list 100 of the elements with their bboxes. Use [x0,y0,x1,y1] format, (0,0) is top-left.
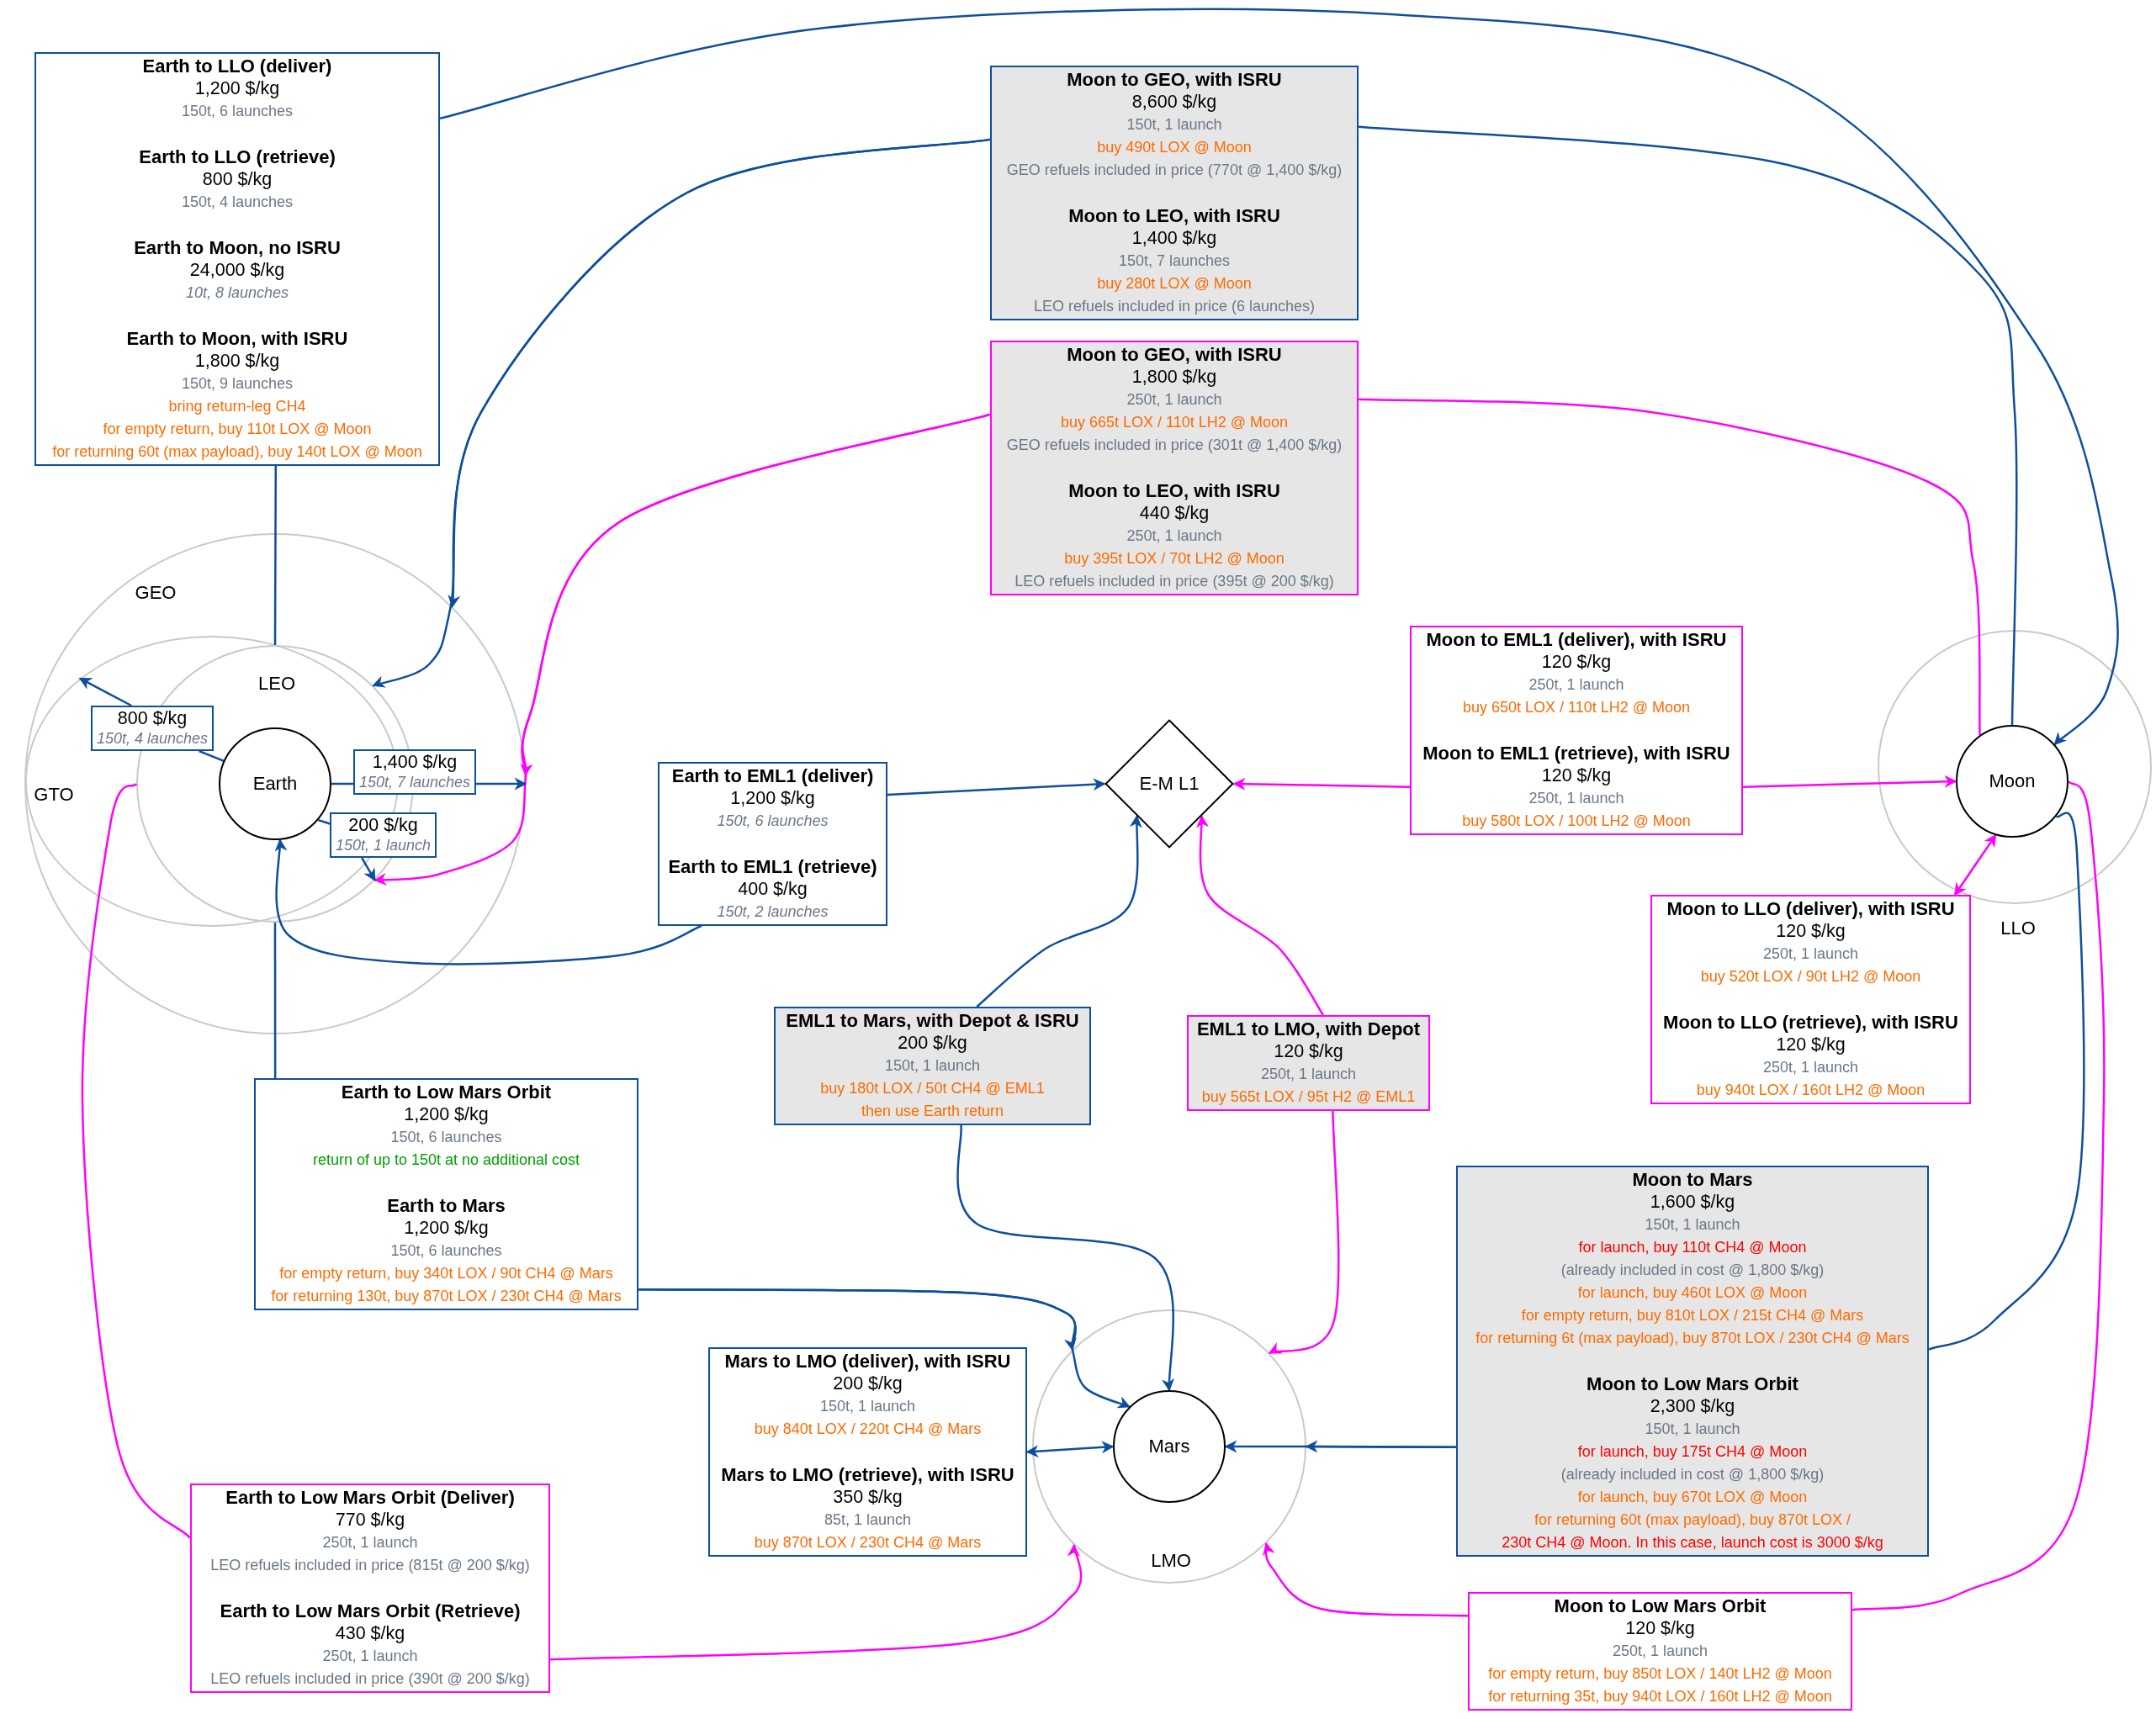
arrow [1742,775,1957,788]
orbit-circle [1032,1309,1306,1584]
route-box [708,1347,1027,1557]
price-text: 350 $/kg [833,1486,903,1509]
arrow [78,677,132,707]
connector-line [1928,812,2085,1351]
price-tag [330,812,437,858]
route-title: Moon to Low Mars Orbit [1587,1373,1798,1395]
orbit-label: GTO [34,784,74,806]
planet-label: Mars [1148,1436,1190,1457]
price-text: 8,600 $/kg [1131,91,1217,114]
orbit-label: GEO [135,582,177,604]
detail-text: 250t, 1 launch [1612,1642,1708,1661]
route-title: Earth to Mars [387,1194,506,1217]
detail-text: 250t, 1 launch [322,1647,418,1666]
fuel-note: buy 580t LOX / 100t LH2 @ Moon [1462,812,1691,831]
arrow [956,1124,1176,1392]
detail-text: LEO refuels included in price (390t @ 200 $/kg) [210,1669,530,1689]
price-text: 1,200 $/kg [730,787,815,810]
price-text: 1,200 $/kg [404,1217,489,1240]
detail-text: GEO refuels included in price (301t @ 1,400 $/kg) [1006,436,1343,455]
orbit-label: LLO [2000,918,2036,939]
arrow [1953,833,1997,897]
detail-text: 250t, 1 launch [1260,1065,1357,1084]
arrow [273,838,702,965]
price-text: 770 $/kg [335,1509,405,1531]
fuel-note: for empty return, buy 110t LOX @ Moon [103,420,372,439]
route-box [1410,626,1743,835]
fuel-note: then use Earth return [861,1102,1004,1121]
route-box [1187,1015,1430,1111]
route-title: Earth to EML1 (retrieve) [668,855,877,878]
fuel-note: for empty return, buy 850t LOX / 140t LH2 @ Moon [1488,1664,1832,1684]
price-text: 200 $/kg [833,1373,903,1395]
fuel-note: for returning 35t, buy 940t LOX / 160t LH2 @ Moon [1488,1687,1832,1706]
detail-text: 150t, 4 launches [97,729,209,748]
route-title: Earth to Moon, with ISRU [126,327,348,350]
arrow [1261,1542,1469,1617]
fuel-note: buy 180t LOX / 50t CH4 @ EML1 [820,1079,1045,1098]
orbit-circle [24,533,526,1034]
price-text: 1,800 $/kg [194,350,280,373]
route-title: Earth to LLO (retrieve) [139,145,336,168]
price-text: 120 $/kg [1776,1034,1846,1056]
fuel-note: for returning 60t (max payload), buy 140t LOX @ Moon [52,442,422,462]
route-title: Moon to GEO, with ISRU [1067,68,1282,91]
detail-text: 150t, 1 launch [1645,1420,1740,1439]
planet-label: Moon [1989,770,2036,792]
arrow [887,778,1106,796]
route-title: Earth to Low Mars Orbit (Deliver) [225,1486,515,1509]
fuel-note: buy 280t LOX @ Moon [1097,274,1252,294]
price-text: 1,400 $/kg [1131,227,1217,250]
fuel-note: buy 490t LOX @ Moon [1097,138,1252,157]
connector-line [331,782,353,785]
price-text: 1,800 $/kg [1131,366,1217,389]
price-text: 200 $/kg [898,1032,967,1055]
route-box [990,341,1359,595]
arrow [372,138,991,689]
detail-text: (already included in cost @ 1,800 $/kg) [1560,1465,1825,1484]
fuel-note: for launch, buy 460t LOX @ Moon [1577,1283,1808,1303]
price-tag [91,706,215,751]
route-box [190,1484,550,1693]
fuel-note: for empty return, buy 340t LOX / 90t CH4 @ Mars [279,1264,613,1283]
route-title: Earth to EML1 (deliver) [671,764,874,787]
fuel-note: for returning 130t, buy 870t LOX / 230t CH4 @ Mars [271,1287,622,1306]
detail-text: 150t, 2 launches [717,902,829,922]
fuel-note: buy 520t LOX / 90t LH2 @ Moon [1700,967,1921,986]
route-box [990,66,1359,320]
route-title: Earth to Moon, no ISRU [134,236,341,259]
price-text: 440 $/kg [1139,502,1210,525]
detail-text: 250t, 1 launch [322,1533,418,1552]
fuel-note: for returning 6t (max payload), buy 870t LOX / 230t CH4 @ Mars [1475,1329,1910,1348]
route-title: Moon to LLO (deliver), with ISRU [1666,897,1955,920]
price-text: 1,600 $/kg [1650,1191,1735,1214]
price-text: 120 $/kg [1625,1617,1695,1640]
arrow [638,1288,1131,1409]
route-title: Moon to GEO, with ISRU [1067,343,1282,366]
detail-text: LEO refuels included in price (395t @ 200 $/kg) [1014,572,1334,591]
arrow [361,857,376,881]
price-text: 120 $/kg [1541,651,1612,674]
price-text: 430 $/kg [335,1622,405,1645]
route-title: Mars to LMO (retrieve), with ISRU [721,1463,1014,1486]
arrow [373,413,991,886]
fuel-note: for returning 60t (max payload), buy 870t LOX / [1534,1510,1851,1530]
price-text: 1,200 $/kg [194,77,280,100]
connector-line [1358,125,2018,725]
detail-text: 150t, 1 launch [1126,115,1222,135]
detail-text: 150t, 1 launch [336,836,432,855]
detail-text: 150t, 6 launches [390,1128,502,1147]
route-box [1456,1166,1929,1557]
connector-line [199,749,225,762]
arrow [439,8,2119,746]
arrow [1268,1110,1340,1357]
fuel-note: for empty return, buy 810t LOX / 215t CH4 @ Mars [1521,1306,1864,1325]
detail-text: 250t, 1 launch [1126,390,1222,410]
detail-text: 150t, 1 launch [884,1056,981,1076]
route-title: Earth to LLO (deliver) [142,55,332,77]
fuel-note: for launch, buy 175t CH4 @ Moon [1577,1442,1808,1462]
detail-text: 150t, 7 launches [1118,251,1231,271]
fuel-note: buy 665t LOX / 110t LH2 @ Moon [1060,413,1289,432]
detail-text: 250t, 1 launch [1528,789,1624,808]
route-title: Moon to Mars [1632,1168,1753,1191]
